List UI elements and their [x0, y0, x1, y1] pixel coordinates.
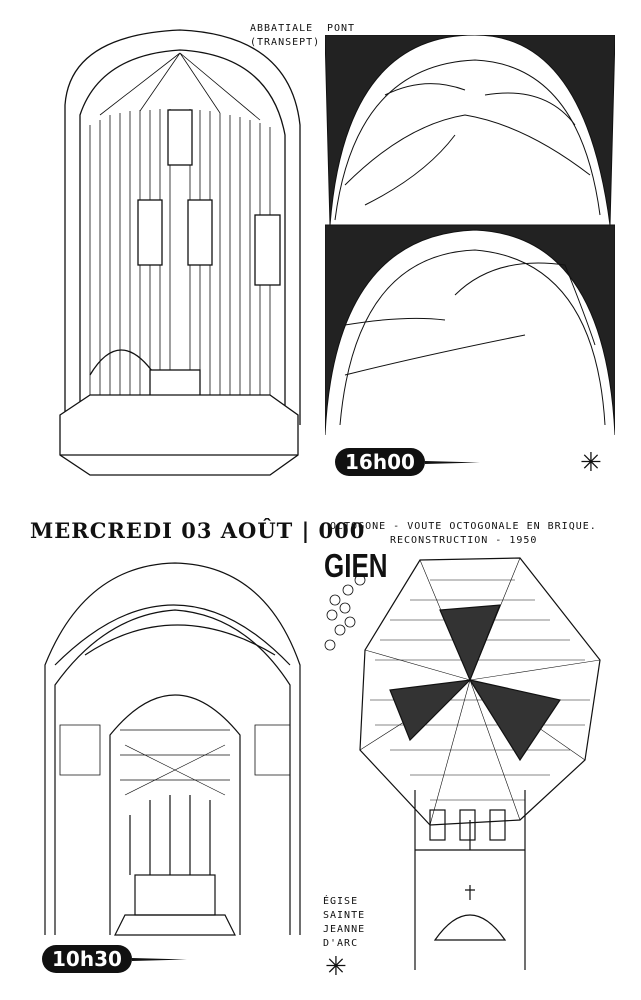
gien-note-line1: OCTOGONE - VOUTE OCTOGONALE EN BRIQUE.: [330, 521, 597, 532]
gien-octagon-sketch: [320, 550, 620, 980]
time-badge-1600: 16h00: [335, 448, 425, 476]
gien-note-line2: RECONSTRUCTION - 1950: [390, 535, 538, 546]
pont-label: PONT: [327, 23, 356, 34]
gien-title: GIEN: [324, 546, 388, 585]
time-badge-1030: 10h30: [42, 945, 132, 973]
eglise-interior-sketch: [25, 555, 310, 955]
asterisk-star-icon: ✳: [325, 952, 347, 982]
abbatiale-sketch: [30, 25, 310, 480]
church-label: ÉGISE SAINTE JEANNE D'ARC: [323, 896, 366, 949]
asterisk-star-icon: ✳: [580, 448, 602, 478]
pont-sketch: [325, 35, 615, 455]
abbatiale-label: ABBATIALE (TRANSEPT): [250, 23, 321, 48]
date-heading: MERCREDI 03 AOÛT | 000: [30, 518, 366, 543]
